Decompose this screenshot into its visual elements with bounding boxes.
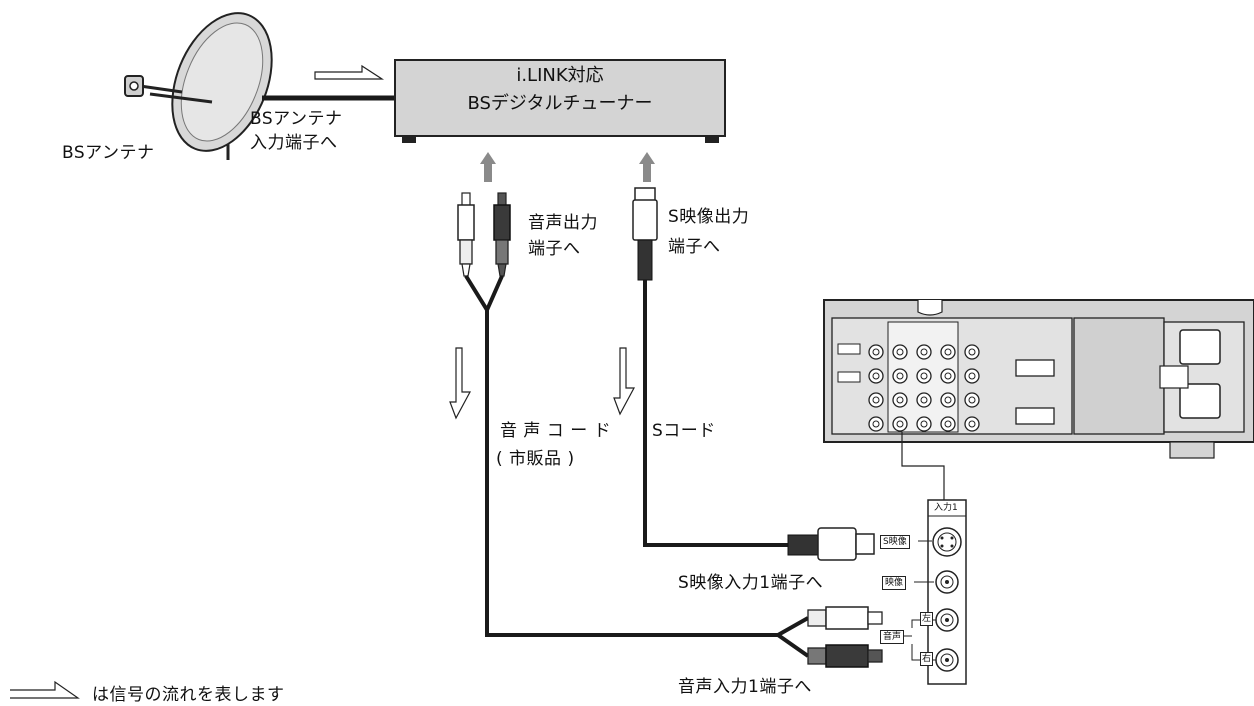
rear-jack-center-icon <box>872 372 880 380</box>
svideo-panel-label: S映像 <box>880 535 910 549</box>
rear-jack-center-icon <box>968 420 976 428</box>
svideo-out-label-line1: S映像出力 <box>668 207 750 227</box>
tuner-label-line1: i.LINK対応 <box>516 65 604 86</box>
bs-antenna-icon <box>124 12 273 160</box>
up-arrow-icon <box>639 152 655 182</box>
audio-left-label: 左 <box>920 612 934 626</box>
rear-jack-center-icon <box>896 372 904 380</box>
rear-jack-center-icon <box>872 420 880 428</box>
signal-flow-arrow-icon <box>449 347 472 420</box>
rca-plug-red-icon <box>493 192 511 277</box>
panel-callout-line <box>901 432 945 500</box>
audio-out-label-line1: 音声出力 <box>528 213 598 233</box>
rear-jack-center-icon <box>872 348 880 356</box>
audio-cord-label-line2: ( 市販品 ) <box>496 449 575 469</box>
audio-out-label-line2: 端子へ <box>528 239 581 259</box>
rear-jack-center-icon <box>896 348 904 356</box>
signal-flow-arrow-icon <box>613 347 636 416</box>
rear-jack-center-icon <box>944 348 952 356</box>
bs-digital-tuner <box>394 59 726 143</box>
s-video-plug-input-icon <box>787 527 875 561</box>
svideo-out-label-line2: 端子へ <box>668 237 721 257</box>
legend-arrow-icon <box>10 680 80 699</box>
audio-panel-label: 音声 <box>880 630 905 644</box>
audio-cord-label-line1: 音 声 コ ー ド <box>500 421 612 441</box>
rear-jack-center-icon <box>920 348 928 356</box>
rear-jack-center-icon <box>920 420 928 428</box>
panel-jacks <box>868 344 980 432</box>
s-cord-label: Sコード <box>652 421 716 441</box>
legend-text: は信号の流れを表します <box>92 685 285 705</box>
input1-panel-title: 入力1 <box>934 503 958 513</box>
tuner-label-line2: BSデジタルチューナー <box>467 93 653 114</box>
audio-input-label: 音声入力1端子へ <box>678 677 812 697</box>
recorder-rear-panel <box>823 299 1254 459</box>
rear-jack-center-icon <box>968 396 976 404</box>
rear-jack-center-icon <box>872 396 880 404</box>
rca-plug-white-icon <box>457 192 475 277</box>
audio-cord <box>464 274 778 637</box>
signal-flow-arrow-icon <box>314 64 385 80</box>
rca-plug-red-input-icon <box>807 644 883 668</box>
rear-jack-center-icon <box>968 348 976 356</box>
rear-jack-center-icon <box>944 372 952 380</box>
video-panel-label: 映像 <box>882 576 907 590</box>
up-arrow-icon <box>480 152 496 182</box>
svideo-input-label: S映像入力1端子へ <box>678 573 824 593</box>
antenna-input-label-line1: BSアンテナ <box>250 109 343 129</box>
s-cord <box>643 280 790 547</box>
input1-panel <box>904 499 967 685</box>
rear-jack-center-icon <box>968 372 976 380</box>
antenna-input-label-line2: 入力端子へ <box>250 133 338 153</box>
rear-jack-center-icon <box>944 396 952 404</box>
audio-cord-branch <box>776 616 810 658</box>
tuner-label: i.LINK対応 BSデジタルチューナー <box>395 62 725 118</box>
rear-jack-center-icon <box>896 396 904 404</box>
rear-jack-center-icon <box>920 372 928 380</box>
rear-jack-center-icon <box>944 420 952 428</box>
bs-antenna-label: BSアンテナ <box>62 143 155 163</box>
rca-plug-white-input-icon <box>807 606 883 630</box>
rear-jack-center-icon <box>896 420 904 428</box>
audio-right-label: 右 <box>920 652 934 666</box>
s-video-plug-icon <box>632 187 658 281</box>
rear-jack-center-icon <box>920 396 928 404</box>
